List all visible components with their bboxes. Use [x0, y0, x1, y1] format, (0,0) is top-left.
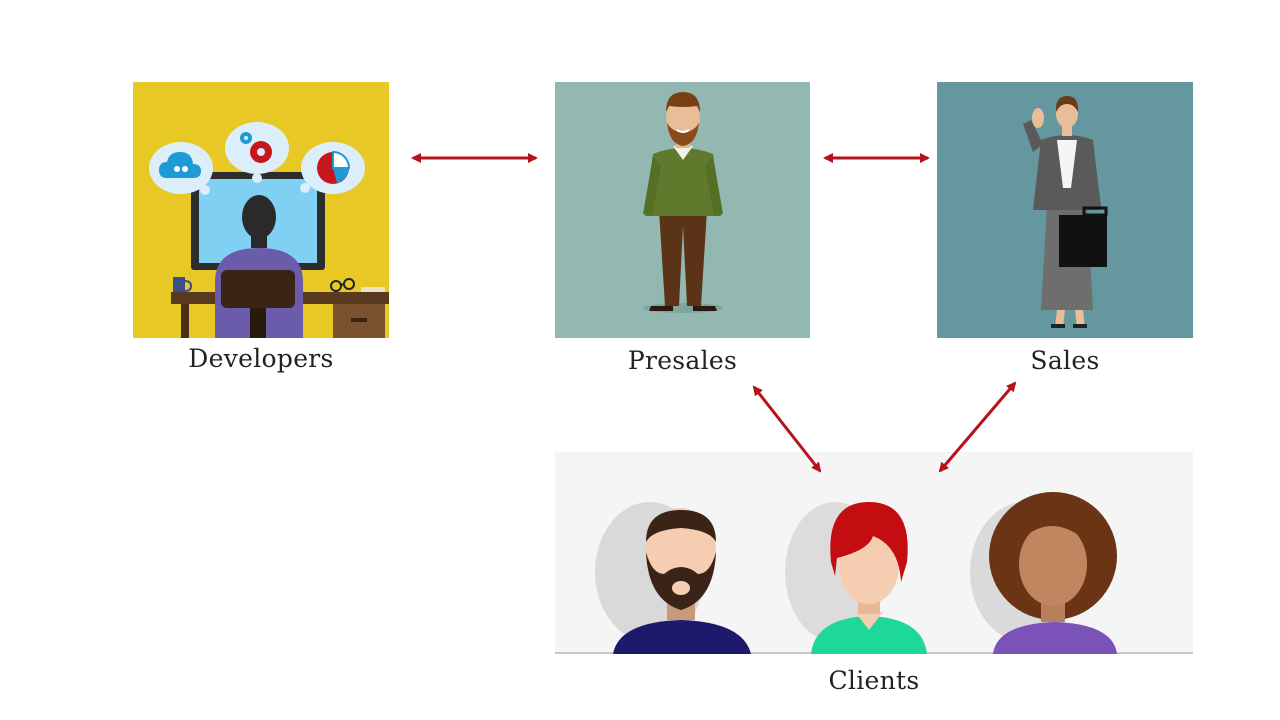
- developers-image: [133, 82, 389, 338]
- gears-icon: [225, 122, 289, 183]
- glasses-icon: [330, 278, 355, 292]
- bearded-man-avatar: [613, 508, 751, 654]
- pie-chart-icon: [300, 142, 365, 194]
- clients-image: [555, 452, 1193, 654]
- coffee-mug-icon: [173, 277, 193, 292]
- presales-image: [555, 82, 810, 338]
- sales-label: Sales: [1030, 346, 1100, 375]
- cloud-users-icon: [149, 142, 213, 195]
- sales-image: [937, 82, 1193, 338]
- clients-label: Clients: [828, 666, 920, 695]
- developers-label: Developers: [188, 344, 334, 373]
- red-haired-woman-avatar: [811, 502, 927, 654]
- presales-label: Presales: [627, 346, 738, 375]
- curly-haired-woman-avatar: [989, 492, 1117, 654]
